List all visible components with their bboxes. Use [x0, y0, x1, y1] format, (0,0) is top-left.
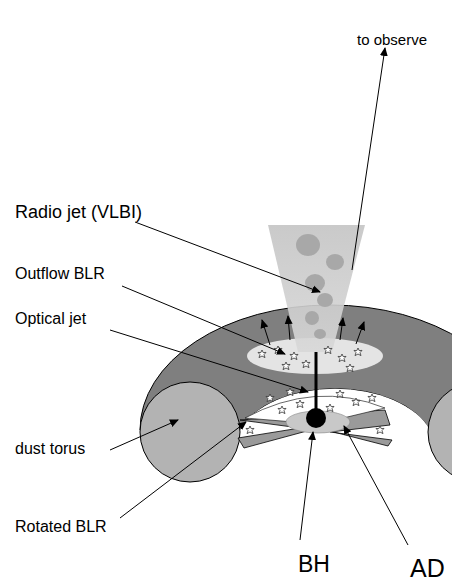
jet-blob — [305, 274, 325, 292]
observer-arrow — [352, 48, 385, 270]
outflow-arrows — [262, 316, 364, 345]
jet-blob — [296, 234, 320, 256]
black-hole — [306, 408, 326, 428]
label-text: to observe — [357, 32, 427, 49]
jet-blob — [305, 311, 319, 325]
jet-blob — [314, 329, 326, 339]
optical-jet — [315, 352, 318, 412]
label-text: Radio jet (VLBI) — [15, 203, 142, 223]
label-text: dust torus — [15, 440, 85, 458]
torus-section — [428, 382, 452, 482]
blr-clouds — [246, 346, 384, 434]
label-text: Rotated BLR — [15, 518, 107, 536]
label-text: BH — [298, 552, 330, 577]
jet-blob — [317, 293, 333, 307]
torus-section — [140, 382, 240, 482]
label-text: AD — [410, 555, 445, 583]
leader-lines — [110, 222, 408, 545]
radio-jet — [268, 225, 365, 352]
jet-blob — [326, 254, 344, 270]
label-text: Optical jet — [15, 310, 86, 328]
label-text: Outflow BLR — [15, 265, 105, 283]
